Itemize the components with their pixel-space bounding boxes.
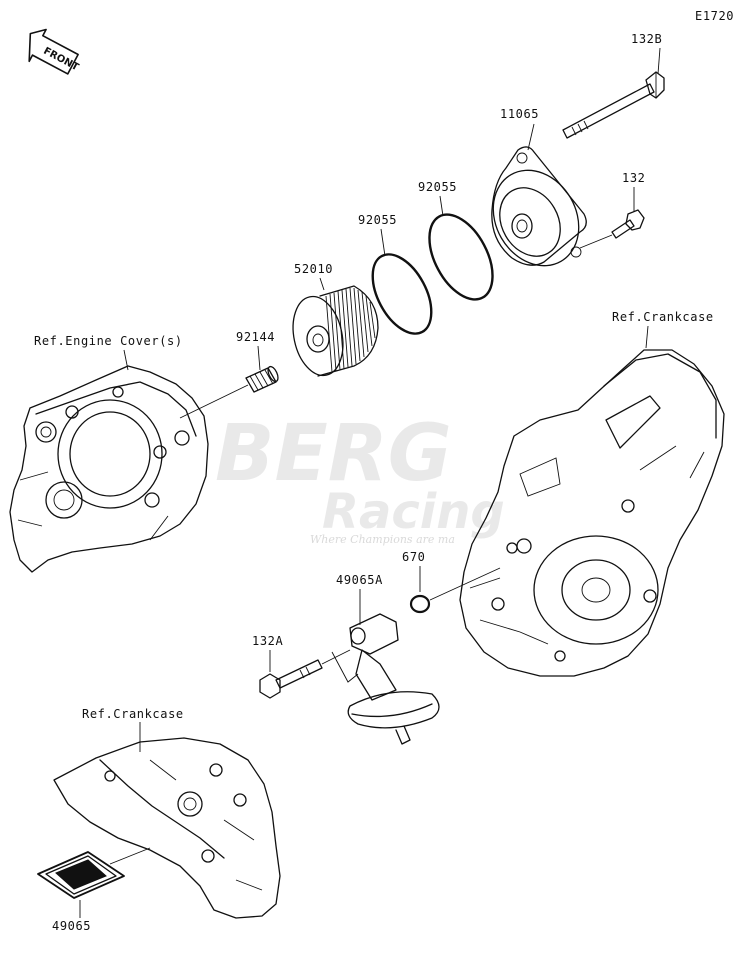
oil-filter-52010 <box>292 285 379 377</box>
bolt-132B <box>562 71 665 139</box>
front-label: FRONT <box>41 46 80 74</box>
watermark: BERG Racing Where Champions are ma <box>215 409 505 546</box>
screen-49065 <box>37 847 151 899</box>
callout-132A: 132A <box>252 634 283 648</box>
callout-52010: 52010 <box>294 262 333 276</box>
crankcase-right <box>459 349 725 677</box>
callout-670: 670 <box>402 550 425 564</box>
o-ring-670 <box>409 594 431 614</box>
filter-cover-11065 <box>491 146 587 267</box>
o-ring-92055-outer <box>428 213 494 301</box>
ref-crankcase-lower: Ref.Crankcase <box>82 707 184 721</box>
callout-92144: 92144 <box>236 330 275 344</box>
callout-132: 132 <box>622 171 645 185</box>
front-arrow-icon: FRONT <box>28 28 80 75</box>
watermark-racing: Racing <box>322 484 505 540</box>
callout-49065A: 49065A <box>336 573 383 587</box>
spring-92144 <box>245 365 279 393</box>
watermark-tagline: Where Champions are ma <box>310 533 455 546</box>
callout-132B: 132B <box>631 32 662 46</box>
bolt-132A <box>259 649 351 699</box>
crankcase-lower <box>53 737 281 919</box>
diagram-code: E1720 <box>695 9 734 23</box>
bolt-132 <box>579 209 645 249</box>
callout-11065: 11065 <box>500 107 539 121</box>
ref-crankcase-right: Ref.Crankcase <box>612 310 714 324</box>
strainer-49065A <box>331 613 440 745</box>
watermark-brand: BERG <box>215 409 452 499</box>
callout-92055-b: 92055 <box>358 213 397 227</box>
callout-49065: 49065 <box>52 919 91 933</box>
callout-92055-a: 92055 <box>418 180 457 194</box>
engine-cover <box>9 365 209 573</box>
o-ring-92055-inner <box>371 253 433 335</box>
ref-engine-cover: Ref.Engine Cover(s) <box>34 334 183 348</box>
